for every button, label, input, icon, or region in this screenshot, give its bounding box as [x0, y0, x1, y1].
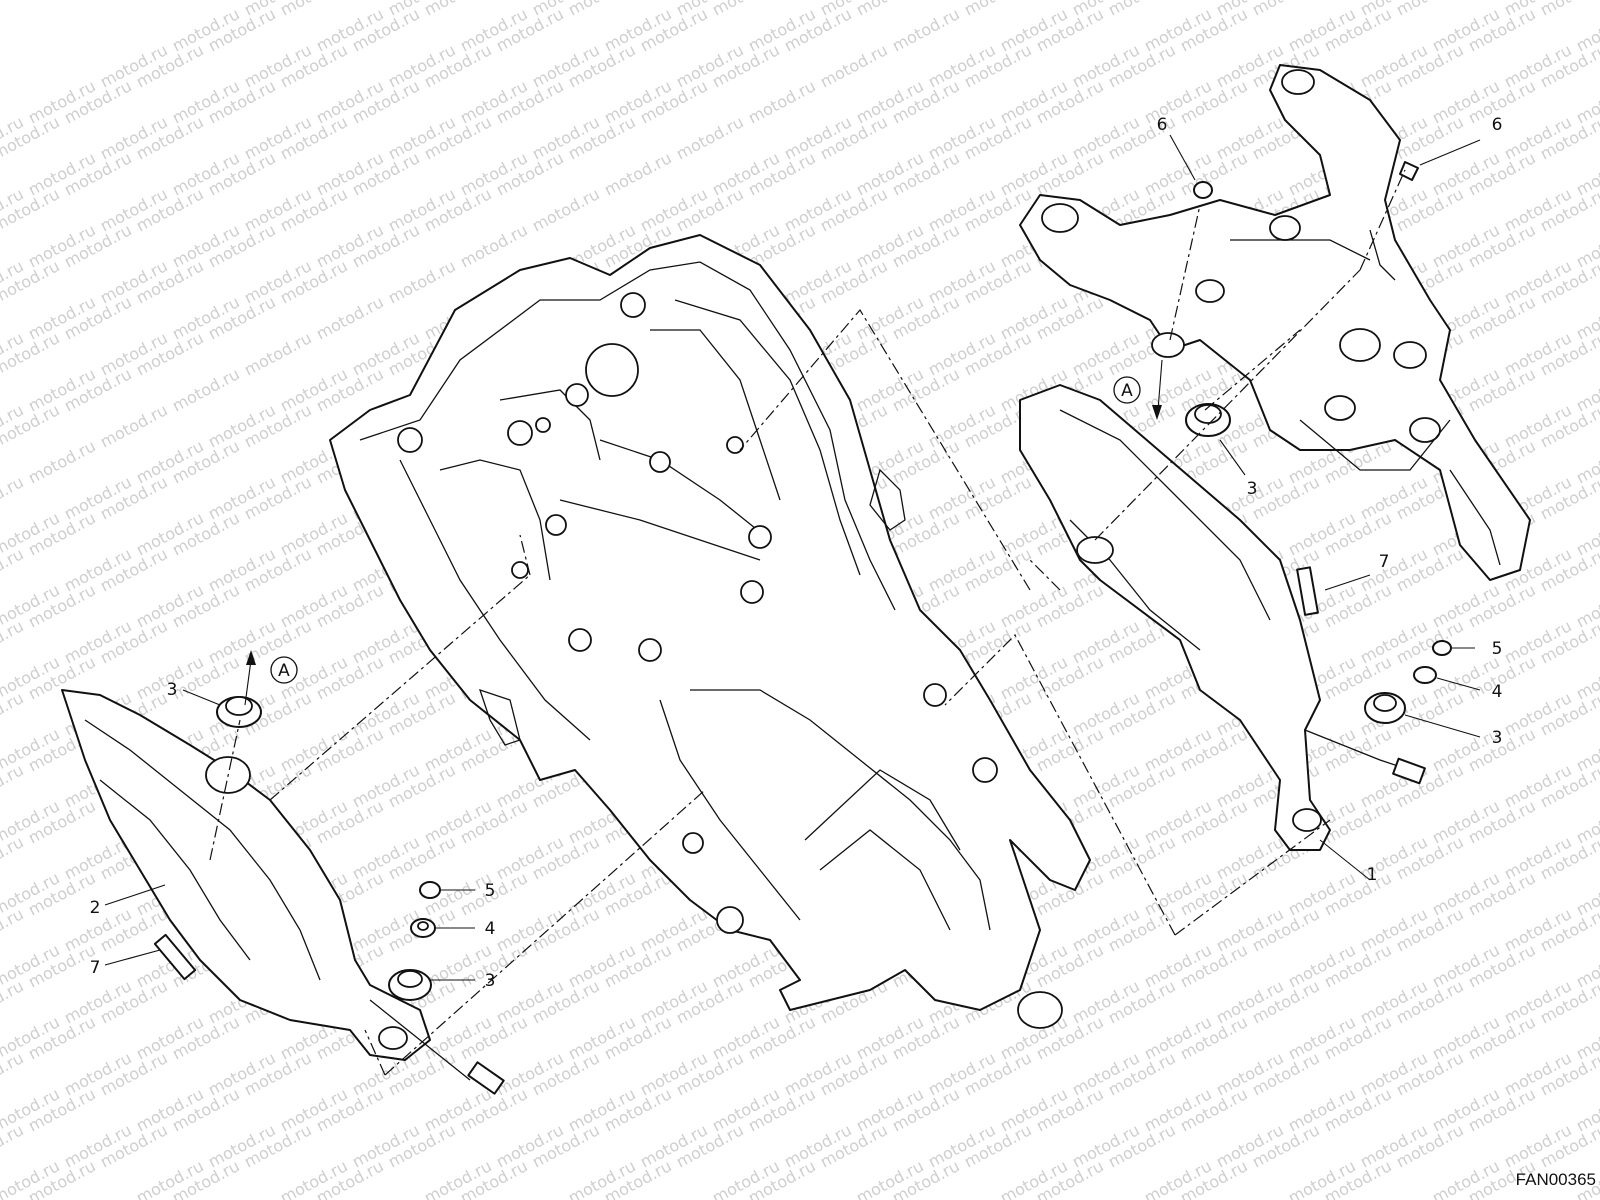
watermark-text: motod.ru — [1393, 0, 1467, 20]
watermark-text: motod.ru — [1105, 0, 1179, 20]
callout-label: 3 — [1247, 479, 1258, 499]
watermark-text: motod.ru — [889, 4, 963, 55]
watermark-text: motod.ru — [0, 1048, 27, 1099]
callouts-right: 6 6 3 7 5 4 3 1 — [1157, 115, 1503, 885]
watermark-text: motod.ru — [529, 184, 603, 235]
watermark-text: motod.ru — [457, 220, 531, 271]
callout-label: 7 — [1379, 552, 1390, 572]
view-marker-right: A — [1113, 376, 1141, 404]
leader-lines — [104, 134, 1481, 981]
main-frame — [329, 234, 1091, 1029]
watermark-text: motod.ru — [709, 0, 783, 20]
watermark-text: motod.ru — [97, 400, 171, 451]
watermark-text: motod.ru — [961, 0, 1035, 20]
watermark-text: motod.ru — [673, 112, 747, 163]
watermark-text: motod.ru — [745, 76, 819, 127]
watermark-text: motod.ru — [0, 544, 27, 595]
watermark-text: motod.ru — [25, 436, 99, 487]
view-marker-left-text: A — [278, 661, 290, 681]
view-marker-right-text: A — [1121, 381, 1133, 401]
callout-label: 4 — [485, 919, 496, 939]
watermark-text: motod.ru — [1537, 0, 1600, 20]
callout-label: 3 — [167, 680, 178, 700]
watermark-text: motod.ru — [601, 148, 675, 199]
watermark-text: motod.ru — [385, 256, 459, 307]
watermark-text: motod.ru — [313, 292, 387, 343]
callout-label: 5 — [1492, 639, 1503, 659]
callout-label: 6 — [1157, 115, 1168, 135]
watermark-text: motod.ru — [0, 1120, 27, 1171]
callout-label: 3 — [485, 971, 496, 991]
upper-bracket — [1019, 64, 1531, 581]
view-marker-left: A — [270, 656, 298, 684]
callout-label: 4 — [1492, 682, 1503, 702]
watermark-text: motod.ru — [241, 328, 315, 379]
watermark-text: motod.ru — [0, 688, 27, 739]
callout-label: 1 — [1367, 865, 1378, 885]
watermark-text: motod.ru — [277, 0, 351, 20]
callout-label: 6 — [1492, 115, 1503, 135]
watermark-text: motod.ru — [853, 0, 927, 20]
watermark-text: motod.ru — [169, 364, 243, 415]
figure-code: FAN00365 — [1516, 1170, 1596, 1189]
arrows — [244, 359, 1163, 706]
callout-label: 5 — [485, 881, 496, 901]
small-parts — [153, 161, 1452, 1001]
watermark-text: motod.ru — [0, 832, 27, 883]
watermark-text: motod.ru — [0, 904, 27, 955]
watermark-text: motod.ru — [0, 472, 27, 523]
assembly-lines — [209, 169, 1406, 1076]
watermark-text: motod.ru — [421, 0, 495, 20]
right-holder-part-1 — [1019, 384, 1426, 851]
callout-label: 2 — [90, 898, 101, 918]
callouts-left: 3 2 7 5 4 3 — [90, 680, 496, 991]
watermark-text: motod.ru — [817, 40, 891, 91]
callout-label: 3 — [1492, 728, 1503, 748]
watermark-text: motod.ru — [0, 616, 27, 667]
watermark-text: motod.ru — [0, 976, 27, 1027]
left-holder-part-2 — [61, 689, 505, 1095]
watermark-text: motod.ru — [1249, 0, 1323, 20]
watermark-text: motod.ru — [565, 0, 639, 20]
callout-label: 7 — [90, 958, 101, 978]
watermark-text: motod.ru — [0, 760, 27, 811]
